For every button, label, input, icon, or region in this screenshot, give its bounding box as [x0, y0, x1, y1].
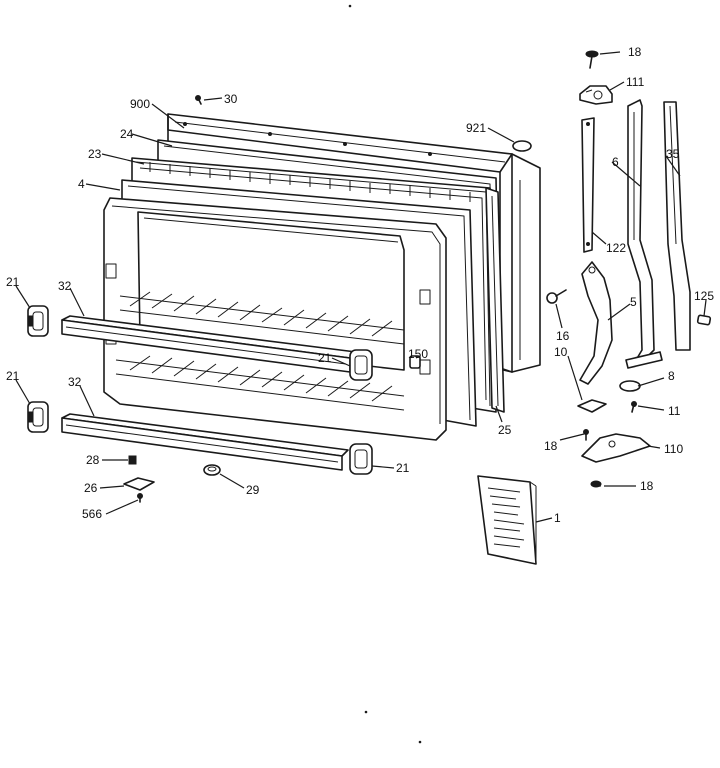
callout-6: 6 [612, 155, 619, 169]
callout-32-lower: 32 [68, 375, 82, 389]
callout-122: 122 [606, 241, 626, 255]
callout-21-bottom-left: 21 [6, 369, 20, 383]
plug-921 [512, 140, 532, 152]
callout-21-top-left: 21 [6, 275, 20, 289]
hinge-5 [579, 261, 613, 385]
screw-566 [137, 493, 143, 503]
screw-30 [195, 95, 202, 105]
shelf-rail-lower [61, 413, 349, 471]
callout-labels: 18 111 30 900 921 24 23 6 35 4 122 21 32… [6, 45, 714, 525]
callout-18-bottom: 18 [640, 479, 654, 493]
callout-24: 24 [120, 127, 134, 141]
callout-35: 35 [666, 147, 680, 161]
bracket-10 [577, 399, 607, 413]
lower-shelf-grate [115, 355, 405, 411]
callout-18-mid: 18 [544, 439, 558, 453]
callout-11: 11 [668, 404, 681, 418]
door-handle-6 [625, 99, 663, 369]
callout-26: 26 [84, 481, 98, 495]
leader-lines [15, 51, 707, 523]
hinge-plate-110 [581, 433, 651, 463]
owners-manual-1 [477, 475, 537, 565]
callout-111: 111 [626, 75, 645, 89]
scan-specks [348, 4, 422, 744]
callout-110: 110 [664, 442, 683, 456]
rail-end-cap-right-lower [349, 443, 373, 475]
callout-150: 150 [408, 347, 428, 361]
callout-8: 8 [668, 369, 675, 383]
hinge-cap-111 [579, 85, 613, 105]
screw-16 [546, 289, 567, 304]
upper-shelf-grate [119, 291, 405, 345]
rail-end-cap-left-lower [27, 401, 49, 433]
rail-end-cap-right-upper [349, 349, 373, 381]
callout-125: 125 [694, 289, 714, 303]
callout-16: 16 [556, 329, 570, 343]
callout-900: 900 [130, 97, 150, 111]
callout-21-right-lower: 21 [396, 461, 410, 475]
callout-921: 921 [466, 121, 486, 135]
callout-21-right-upper: 21 [318, 351, 332, 365]
bracket-26 [123, 477, 155, 491]
callout-25: 25 [498, 423, 512, 437]
screw-18-top [585, 50, 599, 69]
callout-32-upper: 32 [58, 279, 72, 293]
screw-28 [128, 455, 137, 465]
callout-4: 4 [78, 177, 85, 191]
callout-30: 30 [224, 92, 238, 106]
screw-18-bottom [590, 480, 602, 488]
callout-1: 1 [554, 511, 561, 525]
screw-11 [631, 401, 637, 413]
door-side-strip-25 [485, 187, 505, 413]
callout-5: 5 [630, 295, 637, 309]
callout-28: 28 [86, 453, 100, 467]
callout-18-top: 18 [628, 45, 642, 59]
callout-566: 566 [82, 507, 102, 521]
grommet-29 [203, 464, 221, 476]
hinge-bar-122 [581, 117, 595, 253]
callout-23: 23 [88, 147, 102, 161]
washer-8 [619, 380, 641, 392]
handle-trim-35 [663, 101, 691, 351]
callout-10: 10 [554, 345, 568, 359]
screw-125 [696, 314, 712, 326]
screw-18-mid [583, 429, 589, 441]
door-liner [103, 197, 447, 441]
rail-end-cap-left-upper [27, 305, 49, 337]
fitting-150 [409, 355, 421, 369]
callout-29: 29 [246, 483, 260, 497]
